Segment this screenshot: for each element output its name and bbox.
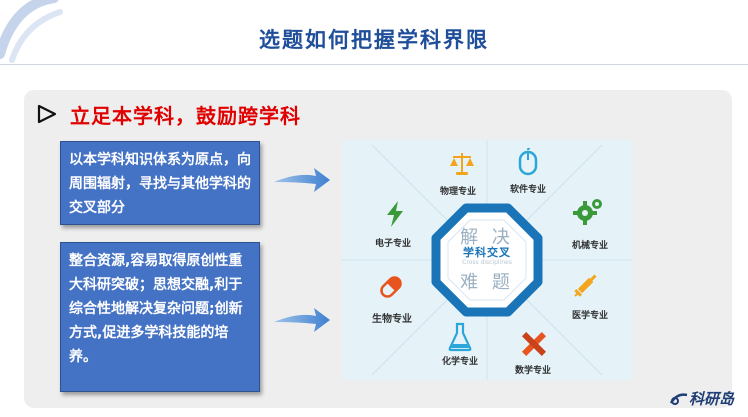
- logo-mark-icon: [669, 392, 688, 405]
- center-top-text: 解 决: [460, 227, 514, 248]
- brand-logo: 科研岛: [669, 388, 734, 409]
- subtitle: 立足本学科，鼓励跨学科: [70, 103, 301, 128]
- syringe-icon: [574, 274, 597, 297]
- spoke-label-software: 软件专业: [509, 185, 547, 195]
- benefits-text-box: 整合资源,容易取得原创性重大科研突破；思想交融,利于综合性地解决复杂问题;创新方…: [60, 242, 260, 392]
- capsule-icon: [380, 276, 402, 298]
- spoke-label-electronics: 电子专业: [374, 239, 412, 249]
- spoke-label-physics: 物理专业: [439, 187, 477, 197]
- center-bottom-text: 难 题: [460, 272, 514, 293]
- logo-text: 科研岛: [688, 390, 734, 408]
- spoke-label-medicine: 医学专业: [571, 311, 609, 321]
- spoke-label-math: 数学专业: [514, 366, 552, 376]
- slide-title: 选题如何把握学科界限: [259, 28, 489, 52]
- title-divider: [0, 64, 748, 65]
- scale-icon: [450, 153, 474, 175]
- lightning-icon: [387, 201, 403, 227]
- center-caption: Cross disciplines: [462, 259, 512, 266]
- subtitle-row: 立足本学科，鼓励跨学科: [36, 100, 301, 128]
- spoke-label-mechanical: 机械专业: [571, 241, 609, 251]
- center-middle-text: 学科交叉: [463, 246, 511, 259]
- origin-text-box: 以本学科知识体系为原点，向周围辐射，寻找与其他学科的交叉部分: [60, 141, 260, 225]
- arrow-right-icon: [274, 308, 330, 332]
- arrow-right-icon: [274, 168, 330, 192]
- play-triangle-icon: [37, 104, 57, 124]
- center-octagon: [431, 203, 543, 317]
- mouse-icon: [518, 148, 538, 176]
- spoke-label-biology: 生物专业: [372, 314, 412, 325]
- diagram-lines: [342, 140, 632, 380]
- ruler-pencil-icon: [521, 331, 547, 357]
- spoke-label-chemistry: 化学专业: [441, 357, 479, 367]
- flask-icon: [448, 322, 472, 352]
- corner-swoosh-decoration: [0, 0, 63, 63]
- gear-icon: [573, 199, 602, 225]
